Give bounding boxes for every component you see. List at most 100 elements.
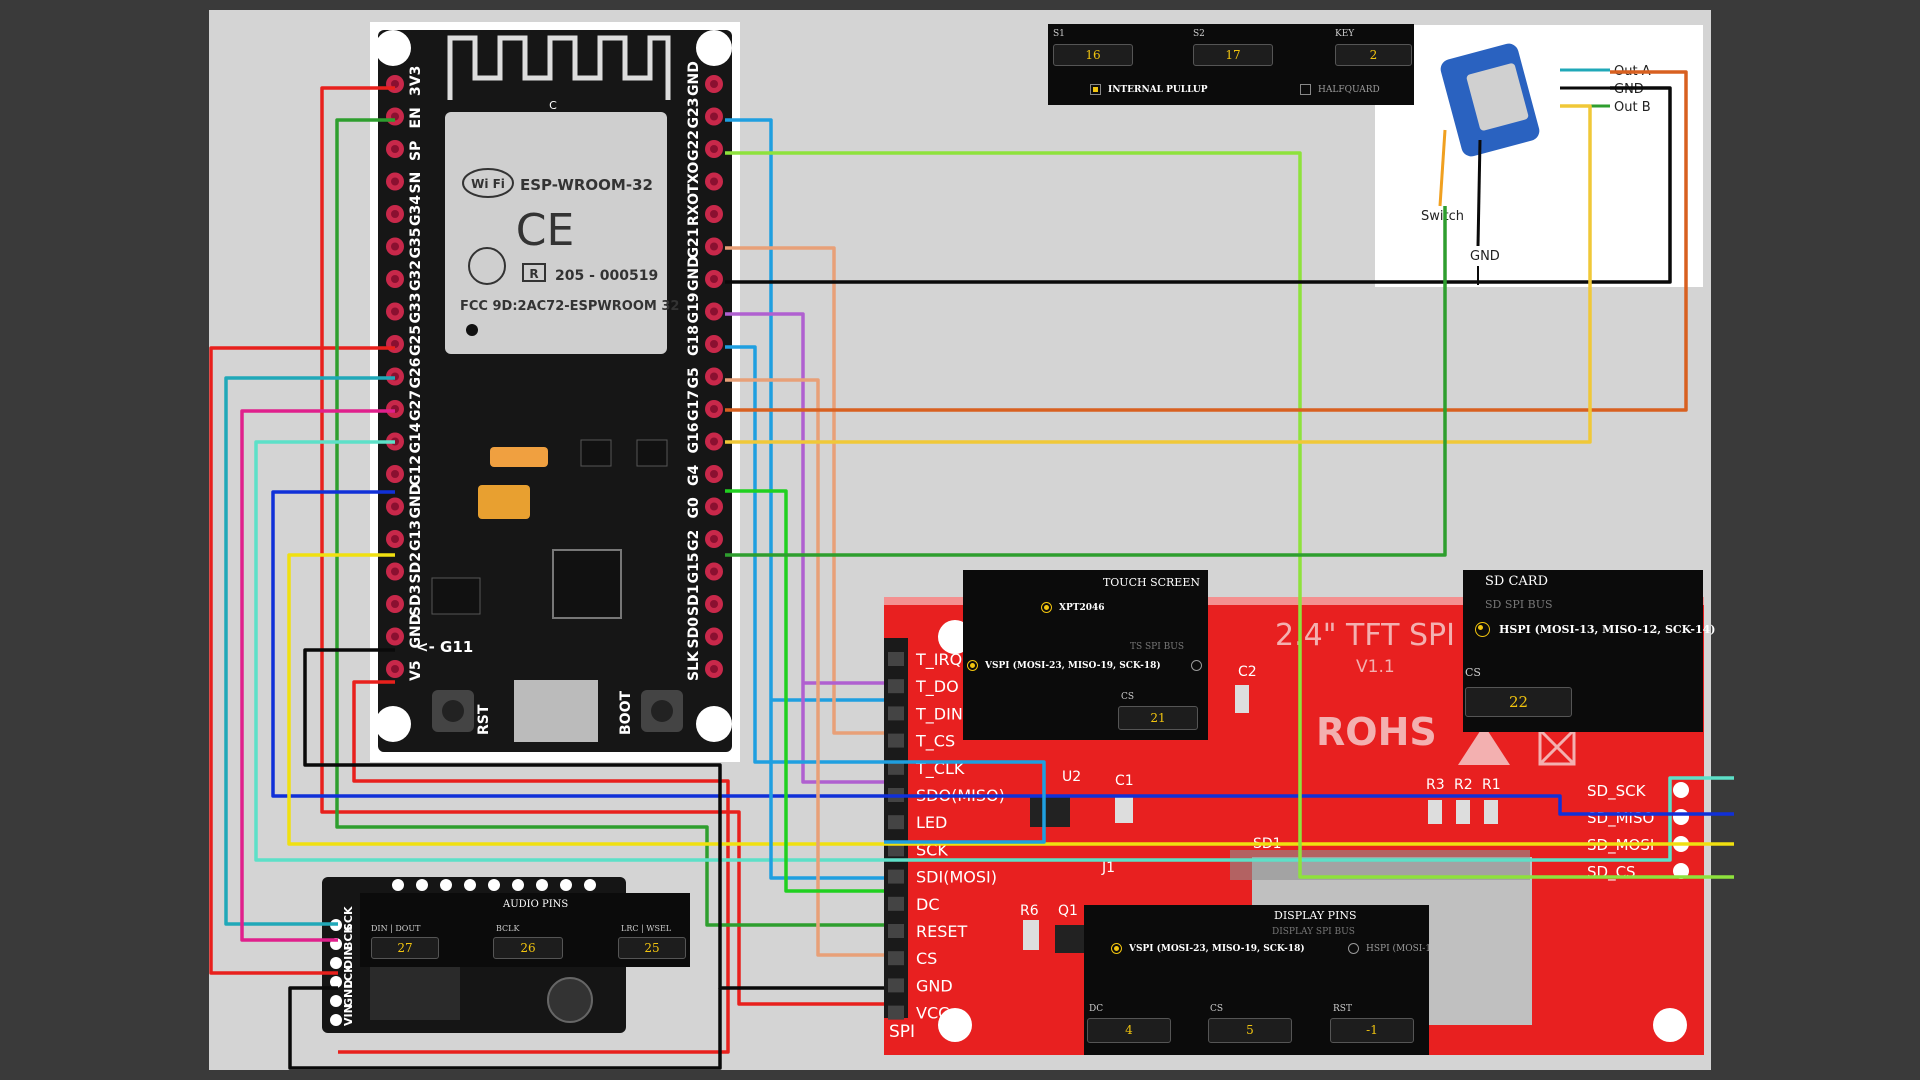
tft-pin-label: VCC [916, 1004, 949, 1023]
esp32-pin-hole [391, 470, 399, 478]
wire-gnd-audio [288, 986, 722, 1070]
dc-input[interactable]: 4 [1087, 1018, 1171, 1043]
esp32-pin-label: G5 [686, 367, 702, 388]
mount-hole-icon [375, 706, 411, 742]
tft-sd-pin-pad [1673, 809, 1689, 825]
esp32-board: C Wi Fi ESP-WROOM-32 CE R 205 - 000519 F… [370, 22, 740, 762]
esp32-pin-label: TXO [686, 162, 702, 194]
display-hspi-radio[interactable] [1348, 943, 1359, 954]
esp32-pin-hole [391, 600, 399, 608]
wire-g21-tcs [725, 246, 884, 735]
internal-pullup-checkbox[interactable] [1090, 84, 1101, 95]
audio-top-pad [584, 879, 596, 891]
esp32-pin-label: G15 [686, 553, 702, 584]
c2-label: C2 [1238, 664, 1257, 680]
esp32-pin-label: G14 [408, 422, 424, 453]
esp32-pin-hole [391, 275, 399, 283]
bclk-input[interactable]: 26 [493, 937, 563, 959]
halfquad-checkbox[interactable] [1300, 84, 1311, 95]
tft-pin-label: RESET [916, 922, 967, 941]
esp32-pin-label: EN [408, 107, 424, 128]
rst-input[interactable]: -1 [1330, 1018, 1414, 1043]
lrc-label: LRC | WSEL [621, 924, 672, 933]
wifi-logo-text: Wi Fi [471, 177, 505, 191]
esp32-pin-label: G33 [408, 293, 424, 324]
key-input[interactable]: 2 [1335, 44, 1412, 66]
touch-screen-panel: TOUCH SCREEN XPT2046 TS SPI BUS VSPI (MO… [963, 570, 1208, 740]
cs-input[interactable]: 5 [1208, 1018, 1292, 1043]
esp32-pin-label: G17 [686, 390, 702, 421]
din-label: DIN | DOUT [371, 924, 421, 933]
sd-cs-label: CS [1465, 666, 1481, 679]
wire-g23-mosi [725, 118, 884, 880]
tft-mount-hole-icon [938, 1008, 972, 1042]
esd-warning-icon [1458, 725, 1510, 765]
esp32-pin-label: SD1 [686, 585, 702, 616]
esp32-pin-label: G19 [686, 293, 702, 324]
rst-button-cap[interactable] [442, 700, 464, 722]
esp32-pin-hole [710, 340, 718, 348]
ts-cs-input[interactable]: 21 [1118, 706, 1198, 730]
audio-top-pad [392, 879, 404, 891]
display-vspi-radio[interactable] [1111, 943, 1122, 954]
audio-top-pad [560, 879, 572, 891]
wire-g19-miso [725, 312, 884, 784]
esp32-pin-hole [391, 80, 399, 88]
tft-pin-label: T_DIN [915, 704, 963, 724]
tft-pin [888, 896, 904, 911]
xpt2046-radio[interactable] [1041, 602, 1052, 613]
s1-label: S1 [1053, 29, 1065, 39]
display-title: DISPLAY PINS [1274, 909, 1357, 922]
esp32-pin-hole [391, 567, 399, 576]
boot-button-cap[interactable] [651, 700, 673, 722]
esp32-pin-hole [710, 210, 718, 218]
esp32-pin-label: SD3 [408, 585, 424, 616]
wire-3v3-vcc [320, 86, 884, 1006]
wire-gnd [303, 648, 884, 990]
sd-hspi-radio[interactable] [1475, 622, 1490, 637]
touch-title: TOUCH SCREEN [1102, 576, 1200, 589]
din-input[interactable]: 27 [371, 937, 439, 959]
voltage-regulator [431, 577, 481, 615]
sd-card-panel: SD CARD SD SPI BUS HSPI (MOSI-13, MISO-1… [1463, 570, 1716, 732]
esp32-left-pins: 3V3ENSPSNG34G35G32G33G25G26G27G14G12GNDG… [386, 66, 424, 681]
sd-title: SD CARD [1485, 574, 1549, 589]
audio-jack-icon [547, 977, 593, 1023]
ts-bus-label: TS SPI BUS [1129, 642, 1184, 652]
audio-pin-label: SCK [342, 906, 355, 931]
tft-title: 2.4" TFT SPI [1275, 618, 1455, 653]
esp32-pin-label: GND [686, 256, 702, 291]
tft-pin [888, 733, 904, 748]
esp32-pin-label: SN [408, 172, 424, 194]
esp32-pin-label: G13 [408, 520, 424, 551]
halfquad-label: HALFQUARD [1318, 85, 1380, 95]
esp32-pin-hole [710, 567, 718, 576]
esp32-pin-hole [391, 632, 399, 641]
encoder-shaft [1466, 63, 1529, 131]
lrc-input[interactable]: 25 [618, 937, 686, 959]
esp32-pin-hole [710, 502, 718, 511]
wire-g22-sdcs [725, 151, 1734, 879]
s2-input[interactable]: 17 [1193, 44, 1273, 66]
encoder-panel: S1 16 S2 17 KEY 2 INTERNAL PULLUP HALFQU… [1048, 24, 1414, 105]
esp32-pin-hole [391, 340, 399, 348]
ts-vspi-radio[interactable] [967, 660, 978, 671]
esp32-pin-label: G25 [408, 325, 424, 356]
wire-g17-outa [725, 70, 1688, 412]
wire-g26-bclk [224, 376, 395, 926]
tft-pin-label: SDI(MOSI) [916, 868, 997, 887]
tft-pin [888, 842, 904, 857]
ts-hspi-radio[interactable] [1191, 660, 1202, 671]
antenna-trace [447, 35, 671, 100]
audio-title: AUDIO PINS [503, 899, 569, 910]
sd-cs-input[interactable]: 22 [1465, 687, 1572, 717]
enc-out-b-label: Out B [1614, 100, 1651, 115]
tft-pin [888, 924, 904, 938]
wire-v5 [338, 680, 730, 1054]
esp32-pin-hole [391, 177, 399, 186]
tft-sd-pin-label: SD_SCK [1587, 782, 1647, 801]
s1-input[interactable]: 16 [1053, 44, 1133, 66]
esp32-pin-hole [710, 437, 718, 446]
audio-pin-label: LCK [342, 964, 355, 988]
